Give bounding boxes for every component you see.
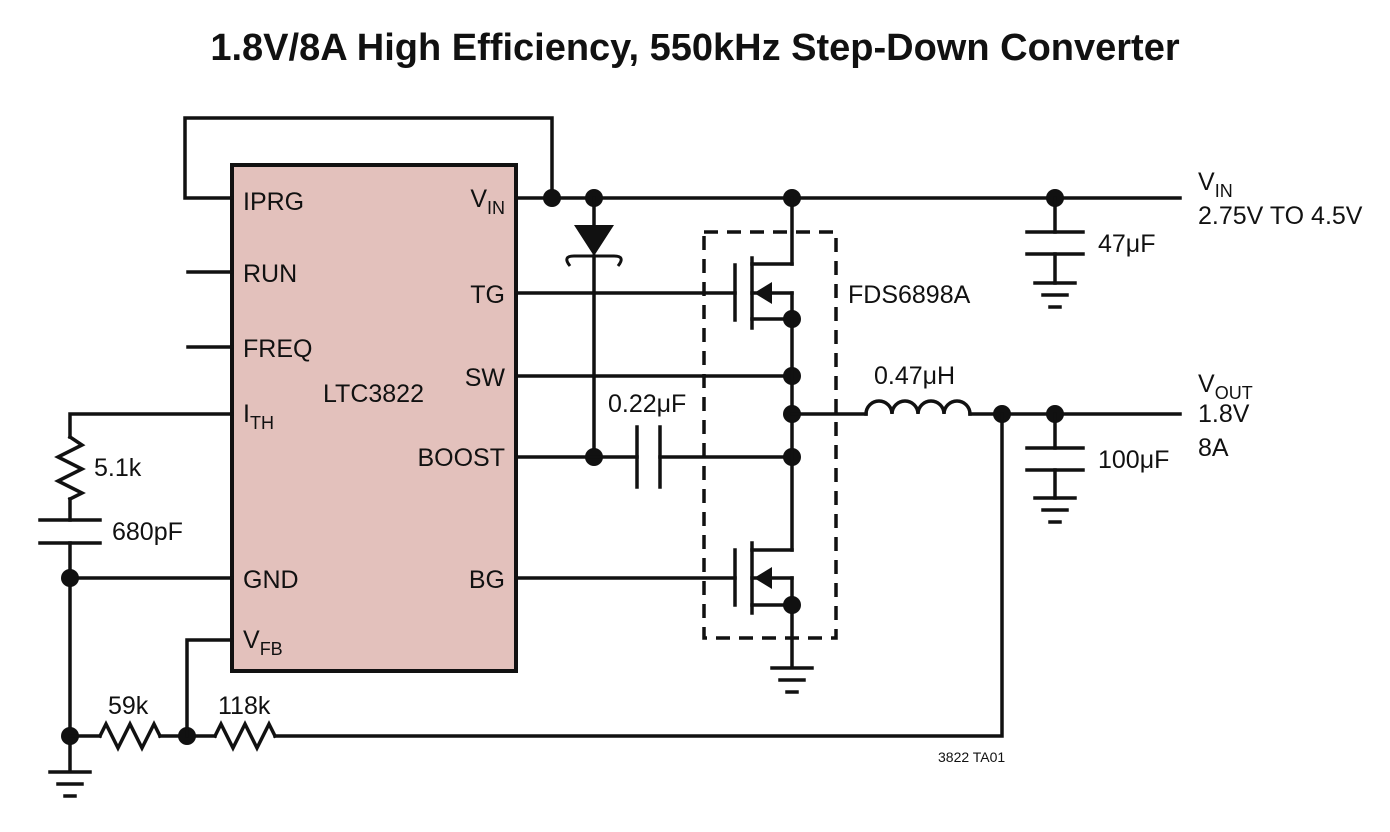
cith-value: 680pF [112, 518, 183, 546]
boost-cap-value: 0.22μF [608, 390, 686, 418]
top-mosfet [733, 196, 794, 330]
vout-label-sub: OUT [1215, 383, 1253, 403]
pin-label-vfb-sub: FB [260, 639, 283, 659]
diagram-title: 1.8V/8A High Efficiency, 550kHz Step-Dow… [210, 27, 1179, 69]
mosfet-part-number: FDS6898A [848, 281, 971, 309]
vout-current: 8A [1198, 434, 1229, 462]
vfb-wire [185, 638, 234, 738]
ith-wire [68, 412, 234, 439]
vin-label: VIN [1198, 168, 1233, 201]
pin-label-vfb-main: V [243, 626, 260, 654]
fb-top-resistor [212, 720, 278, 752]
pin-label-gnd: GND [243, 566, 299, 594]
inductor-value: 0.47μH [874, 362, 955, 390]
inductor [864, 399, 972, 416]
pin-label-vin: VIN [470, 185, 505, 218]
junction-dot [783, 596, 801, 614]
ground-symbol [770, 666, 814, 694]
vout-label: VOUT [1198, 370, 1253, 403]
pin-label-vfb: VFB [243, 626, 283, 659]
vout-label-main: V [1198, 370, 1215, 398]
pin-label-tg: TG [470, 281, 505, 309]
cin-value: 47μF [1098, 230, 1155, 258]
vout-voltage: 1.8V [1198, 400, 1250, 428]
ith-resistor [54, 434, 86, 522]
pin-label-ith-main: I [243, 400, 250, 428]
mosfet-package-outline [702, 230, 838, 640]
pin-label-freq: FREQ [243, 335, 312, 363]
pin-label-vin-sub: IN [487, 198, 505, 218]
rfb-top-value: 118k [218, 692, 271, 720]
junction-dot [61, 569, 79, 587]
pin-label-sw: SW [465, 364, 506, 392]
schottky-diode [565, 196, 623, 459]
vin-label-main: V [1198, 168, 1215, 196]
feedback-return-wire [273, 412, 1004, 738]
rfb-bottom-value: 59k [108, 692, 149, 720]
input-capacitor [1025, 196, 1085, 309]
pin-label-ith: ITH [243, 400, 274, 433]
junction-dot [543, 189, 561, 207]
pin-label-run: RUN [243, 260, 297, 288]
ic-part-number: LTC3822 [323, 380, 424, 408]
fb-bottom-resistor [97, 720, 163, 752]
cout-value: 100μF [1098, 446, 1169, 474]
output-capacitor [1025, 412, 1085, 524]
rith-value: 5.1k [94, 454, 142, 482]
boost-capacitor [635, 425, 662, 489]
ith-capacitor [38, 518, 102, 545]
pin-label-boost: BOOST [417, 444, 505, 472]
vin-label-sub: IN [1215, 181, 1233, 201]
figure-id: 3822 TA01 [938, 749, 1005, 765]
ground-symbol [48, 770, 92, 798]
pin-label-iprg: IPRG [243, 188, 304, 216]
pin-label-vin-main: V [470, 185, 487, 213]
pin-label-ith-sub: TH [250, 413, 274, 433]
vin-range-label: 2.75V TO 4.5V [1198, 202, 1363, 230]
ic-body [230, 163, 518, 673]
pin-label-bg: BG [469, 566, 505, 594]
iprg-loop-wire [183, 116, 554, 200]
